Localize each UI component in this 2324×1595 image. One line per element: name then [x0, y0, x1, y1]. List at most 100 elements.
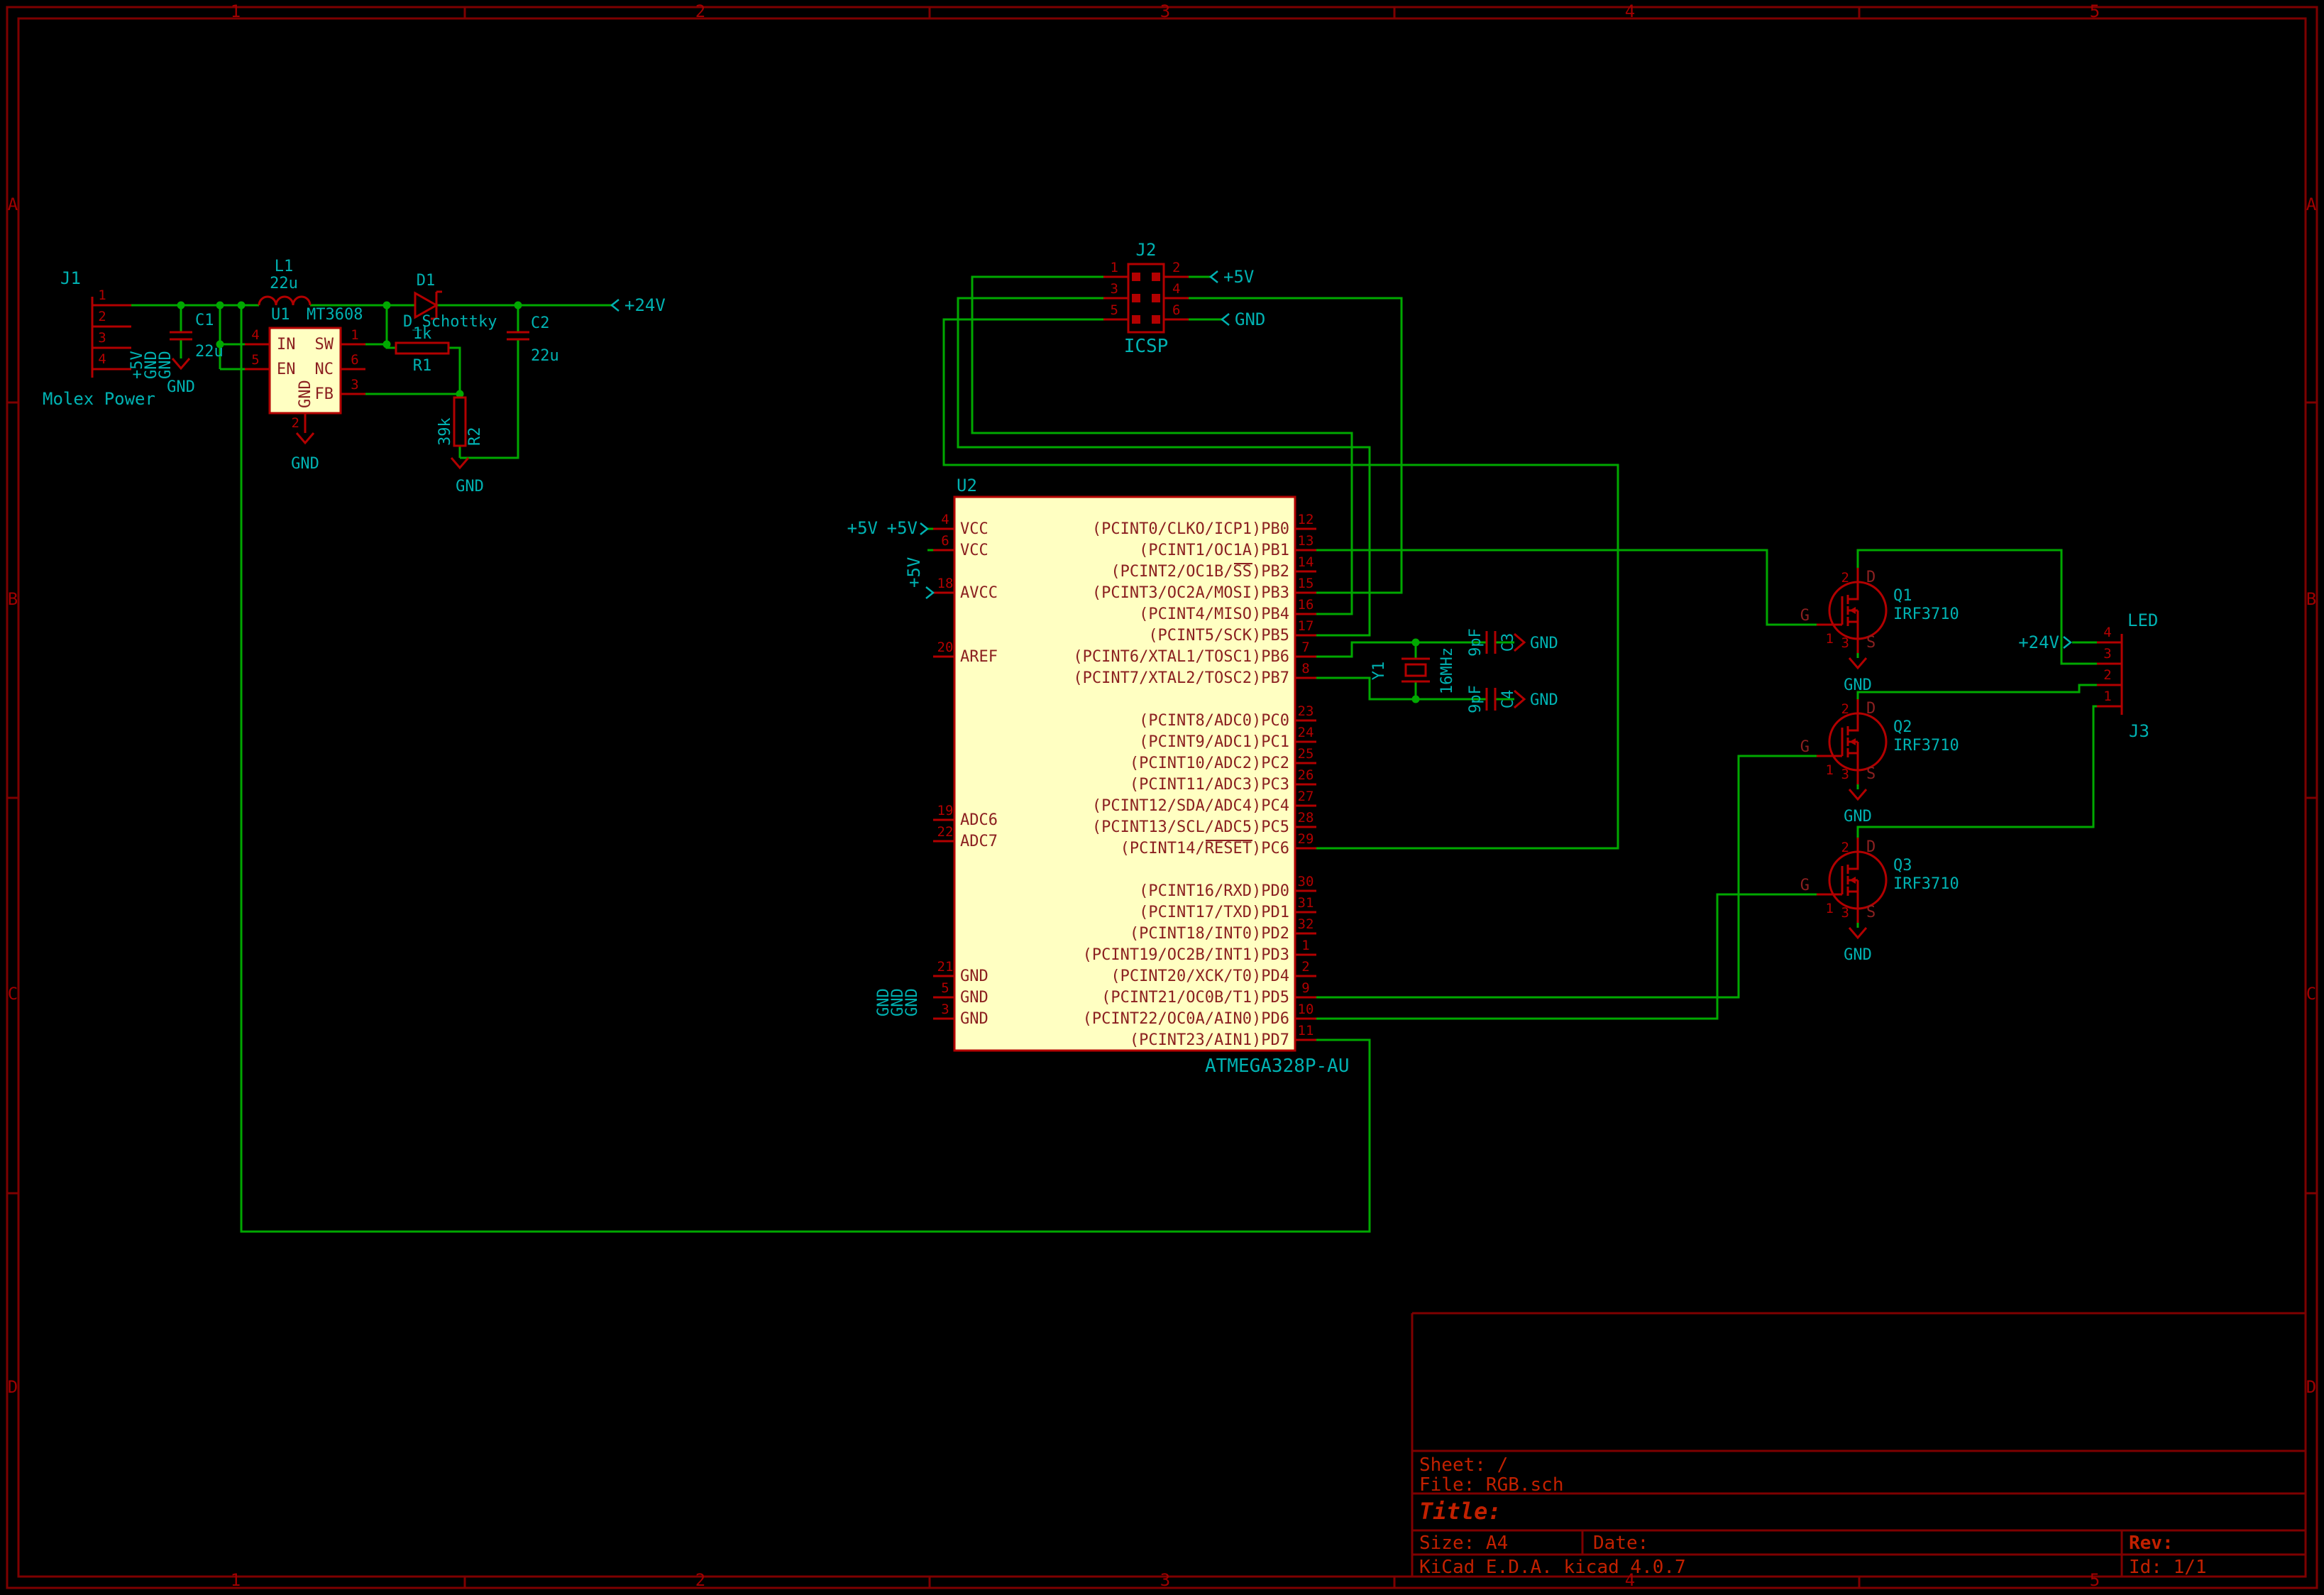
q1-pin-name: S	[1866, 634, 1876, 652]
u2-pin-number: 22	[937, 824, 954, 840]
q1-pin-number: 1	[1826, 631, 1834, 647]
q3-pin-name: S	[1866, 904, 1876, 921]
l1-coils	[258, 295, 312, 306]
ic-u2-mcu[interactable]: U2 ATMEGA328P-AU 4 6 18 20 19 22 21 5 3 …	[847, 476, 1350, 1077]
c3-value: 9pF	[1467, 628, 1485, 657]
u1-pin-number: 4	[251, 327, 259, 343]
q3-pin-number: 2	[1841, 840, 1849, 855]
u2-pin-name: (PCINT20/XCK/T0)PD4	[1111, 968, 1289, 985]
u2-pin-name: ADC6	[960, 811, 998, 829]
r1-ref: R1	[413, 357, 432, 375]
u2-pin-number: 24	[1298, 725, 1314, 740]
c4-gnd-label: GND	[1530, 691, 1558, 709]
q2-gnd-label: GND	[1844, 808, 1872, 826]
q3-gnd-label: GND	[1844, 946, 1872, 964]
c3-gnd-symbol	[1514, 632, 1526, 652]
crystal-y1[interactable]: Y1 16MHz	[1370, 647, 1456, 694]
wire-bottom-run[interactable]	[240, 305, 1371, 1233]
diode-d1[interactable]: D1 D_Schottky	[403, 272, 497, 331]
title-block-rev: Rev:	[2129, 1533, 2174, 1554]
frame-col-label: 3	[1160, 1570, 1170, 1590]
power-label-24v[interactable]: +24V	[610, 295, 666, 315]
j2-gnd-label: GND	[1235, 309, 1265, 329]
q1-arrow-icon	[1849, 607, 1856, 614]
j1-net-label: GND	[157, 351, 175, 379]
q1-pin-name: D	[1866, 569, 1876, 586]
j2-5v-label: +5V	[1223, 267, 1254, 287]
u2-pin-name: GND	[960, 989, 988, 1007]
mosfet-q2[interactable]: 2 D G 1 3 S Q2 IRF3710 GND	[1800, 699, 1959, 826]
frame-row-label: C	[8, 984, 18, 1004]
wire-icsp[interactable]	[942, 275, 1619, 850]
j2-pins	[1103, 275, 1189, 321]
wire-vcc-stubs[interactable]	[927, 527, 933, 552]
j1-pin-number: 3	[98, 330, 106, 346]
u2-pin-name: (PCINT6/XTAL1/TOSC1)PB6	[1073, 648, 1289, 666]
inductor-l1[interactable]: L1 22u	[258, 258, 312, 306]
mosfet-q1[interactable]: 2 D G 1 3 S Q1 IRF3710 GND	[1800, 568, 1959, 694]
j1-pin-number: 2	[98, 309, 106, 324]
u2-pin-name: VCC	[960, 542, 988, 559]
u2-pin-number: 6	[941, 533, 949, 549]
u2-pins	[933, 527, 1316, 1041]
u2-pin-number: 1	[1301, 938, 1309, 953]
r2-body[interactable]	[453, 396, 467, 447]
resistor-r2[interactable]: 39k R2 GND	[436, 396, 484, 495]
wire-xtal[interactable]	[1316, 641, 1514, 701]
u2-pin-name: GND	[960, 968, 988, 985]
q2-pin-number: 1	[1826, 762, 1834, 778]
u2-pin-number: 8	[1301, 661, 1309, 676]
u1-pin-name: SW	[315, 336, 334, 353]
wires[interactable]	[131, 275, 2097, 1233]
r1-value: 1k	[413, 325, 432, 343]
frame-ticks	[7, 7, 2317, 1588]
u1-pin-name: GND	[297, 380, 314, 408]
j2-pin-number: 6	[1172, 302, 1180, 318]
u2-gnd-label: GND	[903, 988, 921, 1016]
capacitor-c1[interactable]: C1 22u GND	[167, 312, 224, 396]
y1-symbol	[1401, 657, 1430, 683]
frame-row-label: B	[2306, 589, 2316, 609]
wire-fets[interactable]	[1316, 549, 2097, 1020]
capacitor-c3[interactable]: 9pF C3 GND	[1467, 628, 1558, 657]
r1-body[interactable]	[395, 341, 450, 355]
u1-pin-number: 2	[292, 415, 299, 431]
u2-pin-name: (PCINT16/RXD)PD0	[1139, 882, 1289, 900]
u2-pin-name: VCC	[960, 520, 988, 538]
global-label-arrow-icon	[610, 299, 619, 312]
u1-gnd-label: GND	[291, 455, 319, 473]
capacitor-c2[interactable]: C2 22u	[507, 314, 559, 365]
mosfet-q3[interactable]: 2 D G 1 3 S Q3 IRF3710 GND	[1800, 838, 1959, 964]
frame-row-label: A	[8, 194, 18, 214]
c2-ref: C2	[531, 314, 550, 332]
connector-j2-icsp[interactable]: J2 1 3 5 2 4 6 +5V GND ICSP	[1103, 240, 1265, 357]
q3-pin-number: 3	[1841, 905, 1849, 921]
u2-pin-number: 5	[941, 980, 949, 996]
u2-pin-number: 29	[1298, 831, 1314, 847]
j1-pin-number: 4	[98, 351, 106, 367]
ic-u1-boost-converter[interactable]: U1 MT3608 4 5 1 6 3 2 IN EN SW NC FB GND…	[245, 306, 365, 473]
j3-pin-number: 1	[2103, 689, 2111, 704]
u1-pin-name: FB	[315, 385, 334, 403]
u2-pin-number: 26	[1298, 767, 1314, 783]
j2-pin-number: 2	[1172, 260, 1180, 275]
j3-pin-number: 3	[2103, 646, 2111, 662]
u2-body[interactable]	[953, 495, 1296, 1052]
connector-j1[interactable]: J1 1 2 3 4 +5V GND GND Molex Power	[43, 268, 175, 409]
u1-body[interactable]	[268, 327, 342, 415]
y1-body[interactable]	[1404, 663, 1427, 677]
resistor-r1[interactable]: 1k R1	[395, 325, 450, 375]
connector-j3-led[interactable]: LED 4 3 2 1 +24V J3	[2018, 610, 2158, 741]
u2-5v-label: +5V	[847, 518, 878, 538]
q1-ref: Q1	[1893, 587, 1912, 605]
title-block-size: Size: A4	[1419, 1533, 1508, 1554]
junction-dot	[1411, 695, 1420, 703]
q1-pin-number: 2	[1841, 570, 1849, 586]
wire-c2[interactable]	[460, 305, 519, 459]
j2-pin-number: 1	[1111, 260, 1118, 275]
junction-dot	[177, 301, 185, 309]
c1-gnd-symbol	[171, 358, 191, 371]
capacitor-c4[interactable]: 9pF C4 GND	[1467, 685, 1558, 713]
frame-row-label: D	[2306, 1377, 2316, 1397]
